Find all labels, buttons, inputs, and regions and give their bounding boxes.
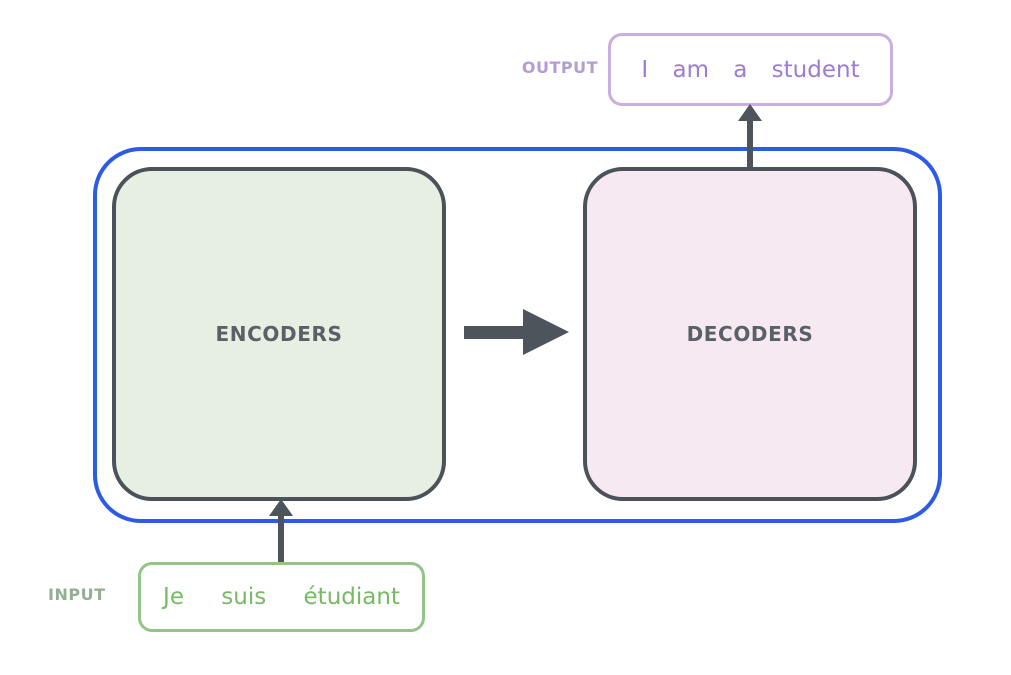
decoders-box: DECODERS	[583, 167, 917, 501]
input-label: INPUT	[48, 585, 106, 604]
decoders-label: DECODERS	[686, 322, 814, 346]
encoder-to-decoder-arrow-shaft	[464, 326, 525, 339]
output-sentence-box: I am a student	[608, 33, 893, 106]
encoders-label: ENCODERS	[215, 322, 343, 346]
output-sentence-text: I am a student	[641, 56, 860, 83]
input-to-encoder-arrow-head-icon	[269, 499, 293, 516]
decoder-to-output-arrow-shaft	[747, 119, 753, 167]
model-outer-container	[93, 147, 942, 523]
decoder-to-output-arrow-head-icon	[738, 104, 762, 121]
encoders-box: ENCODERS	[112, 167, 446, 501]
input-sentence-box: Je suis étudiant	[138, 562, 425, 632]
encoder-to-decoder-arrow-head-icon	[523, 309, 569, 355]
input-sentence-text: Je suis étudiant	[163, 584, 400, 610]
output-label: OUTPUT	[521, 58, 598, 77]
input-to-encoder-arrow-shaft	[278, 513, 284, 562]
